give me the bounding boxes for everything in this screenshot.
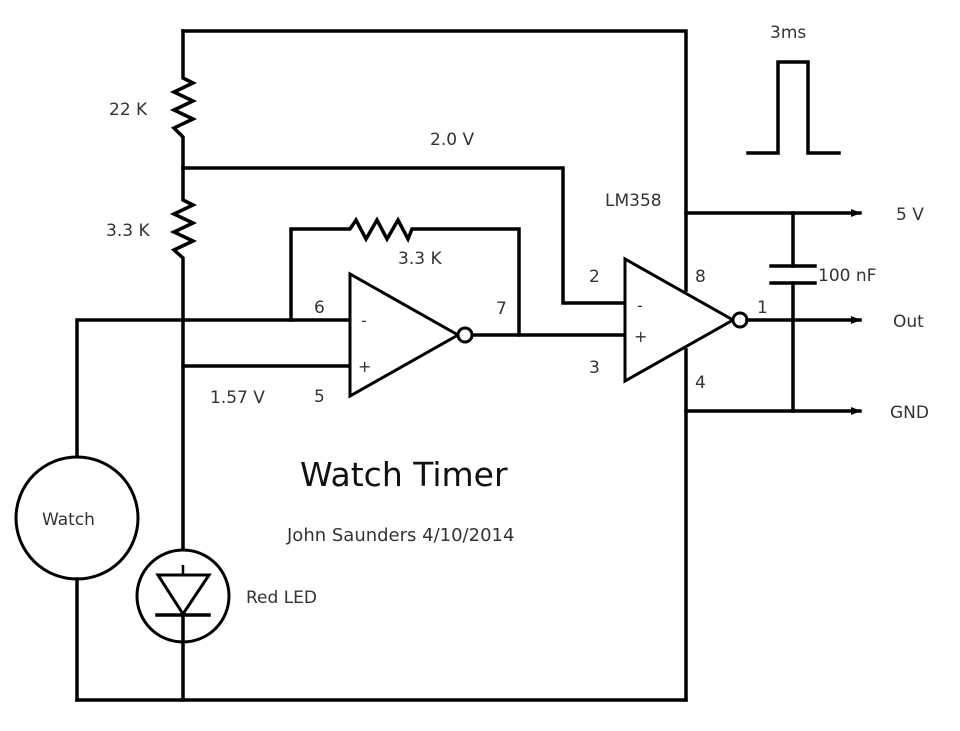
opamp1-noninv-sign: + (358, 357, 371, 376)
capacitor-label: 100 nF (818, 266, 876, 286)
watch-component (14, 455, 140, 702)
watch-signal-wire (75, 318, 352, 459)
opamp2-pin-noninv: 3 (589, 358, 600, 378)
pulse-label: 3ms (770, 23, 806, 43)
resistor-22k (169, 29, 198, 170)
opamp-1 (348, 271, 474, 399)
r-feedback-label: 3.3 K (398, 249, 442, 269)
gnd-label: GND (890, 403, 929, 423)
opamp2-pin-gnd: 4 (695, 373, 706, 393)
diagram-title: Watch Timer (300, 455, 508, 494)
out-label: Out (893, 312, 924, 332)
opamp2-pin-vcc: 8 (695, 267, 706, 287)
opamp-2 (623, 256, 749, 702)
opamp2-inv-sign: - (637, 296, 643, 315)
opamp2-pin-out: 1 (757, 298, 768, 318)
r-top-label: 22 K (109, 100, 148, 120)
opamp1-pin-inv: 6 (314, 298, 325, 318)
watch-label: Watch (42, 510, 95, 530)
opamp1-pin-noninv: 5 (314, 387, 325, 407)
opamp2-noninv-sign: + (634, 327, 647, 346)
red-led (135, 548, 231, 702)
vcc-label: 5 V (896, 205, 924, 225)
opamp1-pin-out: 7 (496, 299, 507, 319)
opamp2-pin-inv: 2 (589, 267, 600, 287)
top-wire (181, 29, 688, 292)
voltage-2v-label: 2.0 V (430, 130, 474, 150)
ic-label: LM358 (605, 191, 662, 211)
resistor-3-3k-feedback (289, 216, 521, 337)
opamp1-inv-sign: - (361, 311, 367, 330)
author-line: John Saunders 4/10/2014 (286, 525, 514, 546)
led-label: Red LED (246, 588, 317, 608)
divider-2v-wire (181, 166, 627, 305)
resistor-3-3k-divider (169, 166, 198, 551)
capacitor-100nf (769, 211, 817, 413)
r-bottom-label: 3.3 K (106, 221, 150, 241)
voltage-1-57v-label: 1.57 V (210, 388, 265, 408)
pulse-waveform (746, 60, 841, 155)
